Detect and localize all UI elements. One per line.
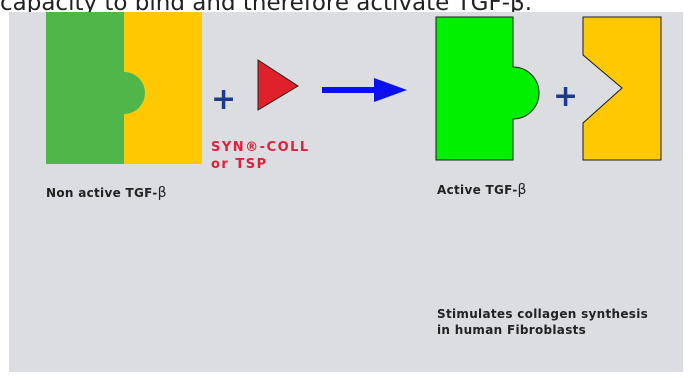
active-green-shape xyxy=(435,16,540,161)
effect-line2: in human Fibroblasts xyxy=(437,323,587,337)
inactive-green-block xyxy=(46,12,124,164)
active-label: Active TGF-β xyxy=(437,182,527,198)
effect-line1: Stimulates collagen synthesis xyxy=(437,307,649,321)
inactive-label: Non active TGF-β xyxy=(46,185,167,201)
agent-label-line1: SYN®-COLL xyxy=(211,140,310,155)
agent-triangle xyxy=(257,59,299,111)
beta-symbol: β xyxy=(157,185,167,201)
plus-sign-right: + xyxy=(553,79,579,114)
released-yellow-shape xyxy=(582,16,662,161)
effect-text: Stimulates collagen synthesis in human F… xyxy=(437,306,648,338)
plus-sign-left: + xyxy=(211,82,237,117)
reaction-arrow xyxy=(322,78,407,102)
active-label-text: Active TGF- xyxy=(437,183,518,197)
agent-label: SYN®-COLL or TSP xyxy=(211,139,310,173)
beta-symbol: β xyxy=(517,182,527,198)
inactive-green-knob xyxy=(124,72,145,114)
agent-label-line2: or TSP xyxy=(211,157,268,172)
inactive-label-text: Non active TGF- xyxy=(46,186,158,200)
